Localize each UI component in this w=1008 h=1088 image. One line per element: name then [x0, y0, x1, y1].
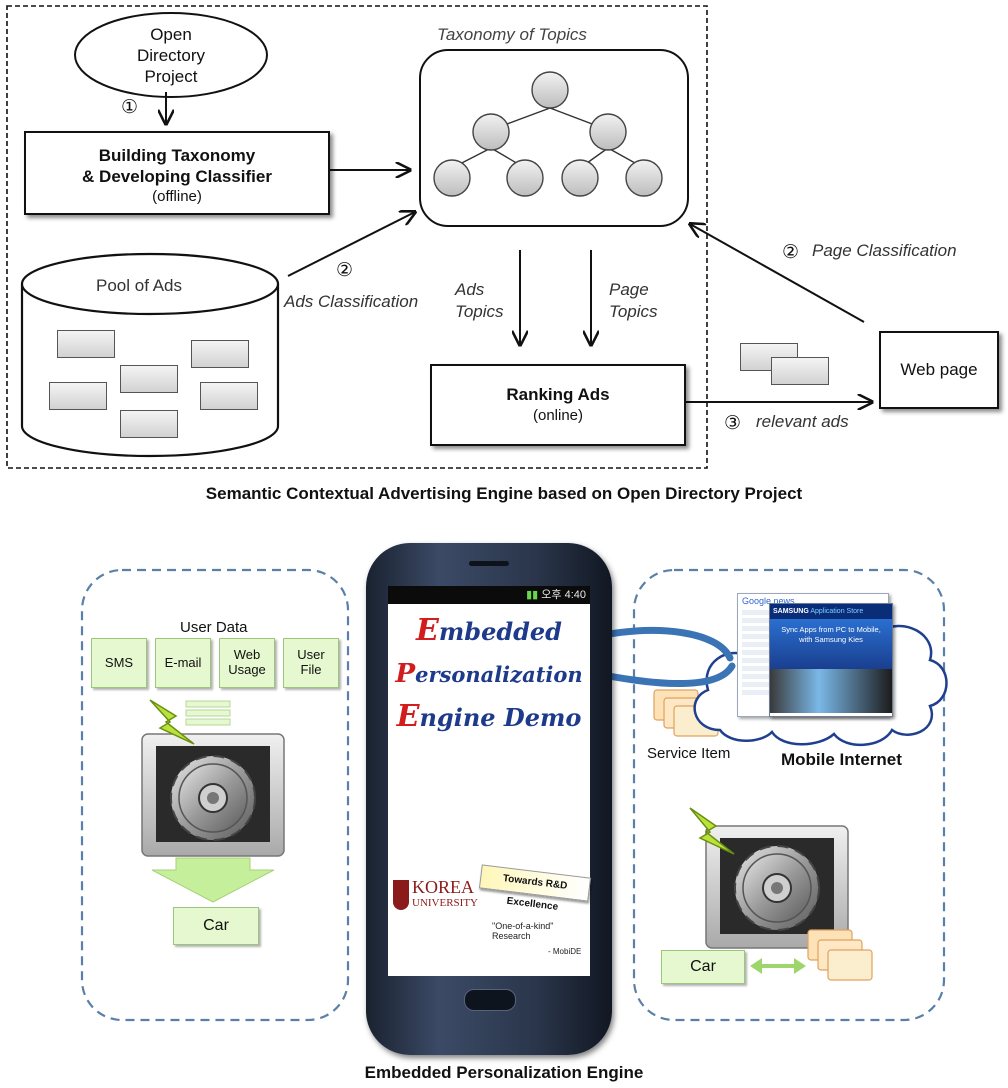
- tree-node: [506, 159, 544, 197]
- odp-label: Open Directory Project: [121, 24, 221, 87]
- building-title-line: & Developing Classifier: [82, 167, 272, 186]
- ad-item: [191, 340, 249, 368]
- bottom-caption: Embedded Personalization Engine: [364, 1063, 644, 1082]
- step2-ads-marker: ②: [336, 260, 354, 281]
- building-taxonomy-box: Building Taxonomy & Developing Classifie…: [24, 131, 330, 215]
- samsung-logo: SAMSUNG: [773, 608, 809, 615]
- left-panel-border: [80, 568, 350, 1022]
- sync-banner: Sync Apps from PC to Mobile, with Samsun…: [770, 619, 892, 669]
- korea-label: KOREA: [412, 877, 474, 897]
- phone-title-line: Engine Demo: [396, 699, 582, 734]
- odp-line: Project: [144, 67, 198, 86]
- university-label: UNIVERSITY: [412, 897, 478, 909]
- relevant-ads-label: relevant ads: [756, 412, 849, 431]
- user-data-web-usage: Web Usage: [219, 638, 275, 688]
- tree-node: [561, 159, 599, 197]
- phone-screen: Embedded Personalization Engine Demo KOR…: [388, 604, 592, 976]
- ads-classification-label: Ads Classification: [284, 292, 419, 311]
- phone-title-line: Embedded: [416, 613, 562, 648]
- user-data-title: User Data: [180, 619, 248, 636]
- offline-label: (offline): [152, 188, 202, 205]
- ranking-title: Ranking Ads: [506, 385, 610, 404]
- towards-excellence-badge: Towards R&D Excellence: [478, 864, 592, 913]
- service-item-label: Service Item: [647, 745, 731, 762]
- web-page-box: Web page: [879, 331, 999, 409]
- ad-item: [120, 365, 178, 393]
- tree-node: [433, 159, 471, 197]
- car-left-box: Car: [173, 907, 259, 945]
- top-caption: Semantic Contextual Advertising Engine b…: [205, 484, 803, 503]
- samsung-app-store-screenshot: SAMSUNG Application Store Sync Apps from…: [769, 603, 893, 717]
- online-label: (online): [532, 407, 584, 424]
- relevant-ad-item: [771, 357, 829, 385]
- tree-node: [531, 71, 569, 109]
- system-boundary: [6, 5, 708, 469]
- smartphone: ▮▮ 오후 4:40 Embedded Personalization Engi…: [366, 543, 612, 1055]
- car-right-box: Car: [661, 950, 745, 984]
- ad-item: [49, 382, 107, 410]
- mobile-internet-label: Mobile Internet: [781, 750, 902, 769]
- tree-node: [472, 113, 510, 151]
- phone-status-bar: ▮▮ 오후 4:40: [388, 586, 590, 604]
- odp-line: Open: [150, 25, 192, 44]
- phone-time: 오후 4:40: [541, 589, 586, 601]
- arrow-pool-to-taxonomy: [287, 212, 415, 277]
- left-settings-monitor-icon: [141, 699, 285, 857]
- signal-icon: ▮▮: [526, 589, 542, 601]
- tree-node: [625, 159, 663, 197]
- home-button[interactable]: [464, 989, 516, 1011]
- ranking-ads-box: Ranking Ads (online): [430, 364, 686, 446]
- page-topics-line: Page: [609, 280, 649, 299]
- odp-line: Directory: [136, 46, 205, 65]
- device-showcase: [770, 669, 892, 713]
- samsung-header: SAMSUNG Application Store: [770, 604, 892, 619]
- ads-topics-line: Ads: [455, 280, 485, 299]
- page-topics-label: Page Topics: [609, 279, 658, 323]
- taxonomy-title: Taxonomy of Topics: [437, 25, 587, 44]
- korea-university-emblem: [393, 880, 409, 910]
- ad-item: [57, 330, 115, 358]
- app-store-label: Application Store: [810, 608, 864, 615]
- ads-topics-line: Topics: [455, 302, 504, 321]
- building-title-line: Building Taxonomy: [98, 146, 256, 165]
- data-stripes: [185, 700, 231, 726]
- page-topics-line: Topics: [609, 302, 658, 321]
- connection-lower: [594, 662, 736, 688]
- taxonomy-nodes: [433, 71, 663, 197]
- user-data-user-file: User File: [283, 638, 339, 688]
- ads-topics-label: Ads Topics: [455, 279, 504, 323]
- connection-upper: [594, 627, 734, 662]
- down-arrow-icon: [151, 857, 275, 903]
- step2-page-marker: ②: [782, 242, 800, 263]
- arrow-webpage-to-taxonomy: [690, 224, 865, 323]
- bidirectional-arrow-icon: [750, 958, 806, 974]
- phone-speaker: [469, 561, 509, 566]
- phone-title-line: Personalization: [395, 658, 583, 689]
- ad-item: [200, 382, 258, 410]
- research-label: "One-of-a-kind" Research: [492, 921, 554, 941]
- right-panel-border: [632, 568, 946, 1022]
- pool-of-ads-label: Pool of Ads: [96, 276, 183, 295]
- news-sidebar: [742, 610, 772, 696]
- step3-marker: ③: [724, 413, 742, 434]
- phone-title: Embedded Personalization Engine Demo: [388, 610, 590, 739]
- step1-marker: ①: [121, 97, 139, 118]
- google-news-logo: Google news: [742, 596, 795, 606]
- page-classification-label: Page Classification: [812, 241, 957, 260]
- right-settings-monitor-icon: [689, 807, 849, 949]
- user-data-sms: SMS: [91, 638, 147, 688]
- taxonomy-box: [419, 49, 689, 227]
- user-data-email: E-mail: [155, 638, 211, 688]
- ad-item: [120, 410, 178, 438]
- tree-node: [589, 113, 627, 151]
- mobide-label: - MobiDE: [548, 947, 582, 956]
- odp-ellipse: [74, 12, 268, 98]
- right-folders-icon: [807, 929, 873, 981]
